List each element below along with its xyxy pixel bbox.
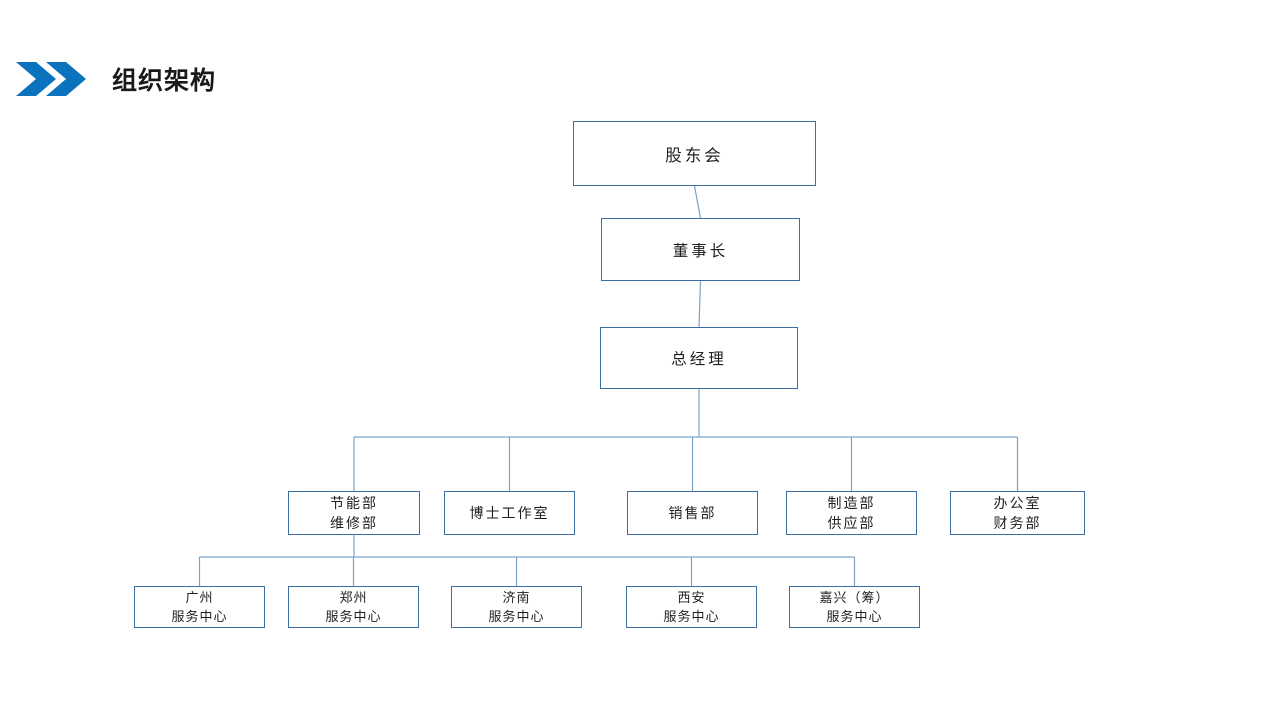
org-node-label: 股东会 xyxy=(665,146,724,165)
org-node-n13[interactable]: 嘉兴（筹） 服务中心 xyxy=(789,586,920,628)
org-node-n8[interactable]: 办公室财务部 xyxy=(950,491,1085,535)
org-node-label: 服务中心 xyxy=(488,609,545,624)
org-node-label: 嘉兴（筹） xyxy=(819,589,890,605)
org-node-n4[interactable]: 节能部维修部 xyxy=(288,491,420,535)
org-node-n6[interactable]: 销售部 xyxy=(627,491,758,535)
org-node-label: 制造部 xyxy=(827,494,876,511)
org-node-n7[interactable]: 制造部供应部 xyxy=(786,491,917,535)
org-node-n5[interactable]: 博士工作室 xyxy=(444,491,575,535)
org-node-label: 销售部 xyxy=(668,504,717,521)
org-node-label: 服务中心 xyxy=(826,609,883,624)
connector-n1-n2 xyxy=(693,185,702,219)
org-node-label: 西安 xyxy=(677,589,706,605)
org-node-n2[interactable]: 董事长 xyxy=(601,218,800,281)
page-title: 组织架构 xyxy=(112,67,217,95)
org-node-label: 服务中心 xyxy=(325,609,382,624)
org-node-label: 维修部 xyxy=(330,515,378,531)
org-node-label: 节能部 xyxy=(330,494,378,511)
org-node-label: 办公室 xyxy=(993,494,1042,511)
org-node-label: 广州 xyxy=(185,589,214,605)
org-node-label: 服务中心 xyxy=(663,609,720,624)
org-node-n12[interactable]: 西安服务中心 xyxy=(626,586,757,628)
org-node-label: 财务部 xyxy=(993,515,1042,531)
org-node-n3[interactable]: 总经理 xyxy=(600,327,798,389)
org-node-label: 郑州 xyxy=(339,589,368,605)
page-header: 组织架构 xyxy=(0,52,1280,104)
org-node-label: 总经理 xyxy=(671,351,727,368)
org-node-label: 博士工作室 xyxy=(469,504,550,521)
connector-n2-n3 xyxy=(698,280,702,328)
org-node-n11[interactable]: 济南服务中心 xyxy=(451,586,582,628)
org-node-label: 董事长 xyxy=(672,242,729,260)
org-node-n1[interactable]: 股东会 xyxy=(573,121,816,186)
org-node-label: 济南 xyxy=(502,589,531,605)
double-chevron-right-icon xyxy=(16,62,86,96)
org-node-n9[interactable]: 广州服务中心 xyxy=(134,586,265,628)
org-node-n10[interactable]: 郑州服务中心 xyxy=(288,586,419,628)
org-node-label: 供应部 xyxy=(827,515,876,531)
org-node-label: 服务中心 xyxy=(171,609,228,624)
